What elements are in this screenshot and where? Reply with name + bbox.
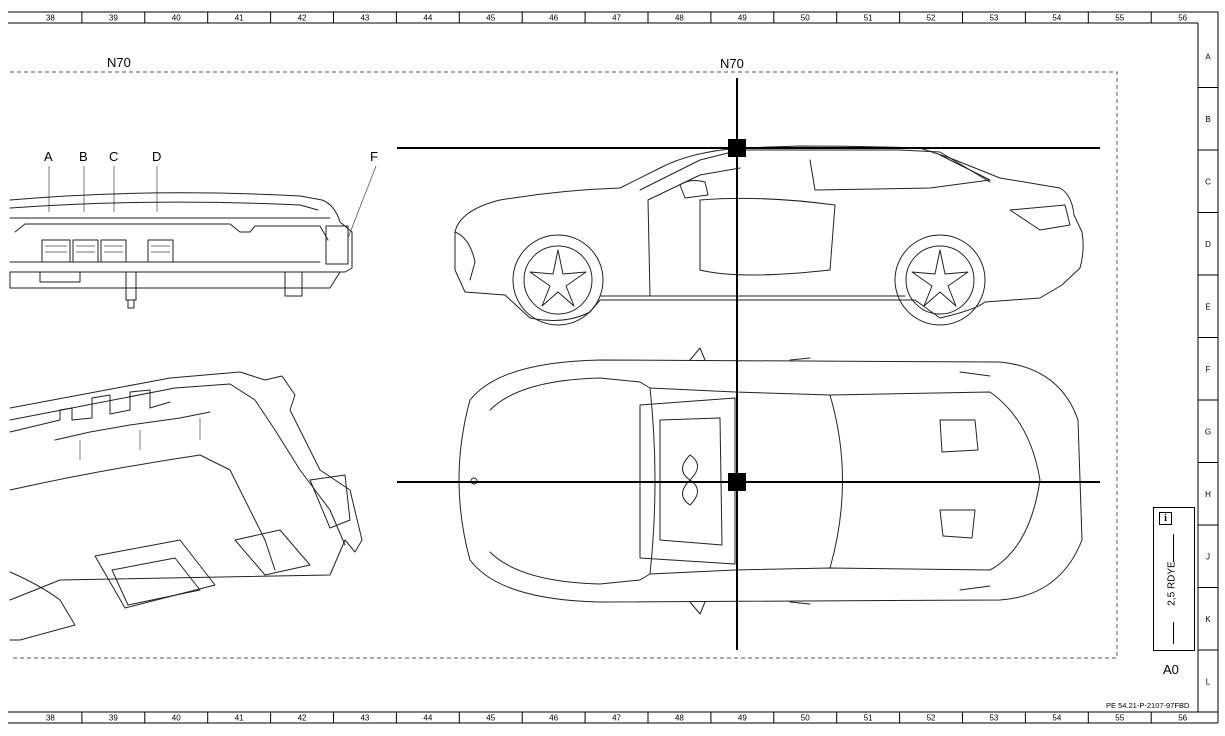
component-label-left: N70 (107, 55, 131, 70)
column-label-51: 51 (864, 14, 873, 23)
column-ruler-top: 38 39 40 41 42 43 44 45 46 47 48 49 50 51 52 53 54 55 56 (46, 12, 1188, 23)
column-label-38: 38 (46, 714, 55, 723)
column-label-56: 56 (1178, 714, 1187, 723)
row-label-A: A (1205, 52, 1211, 61)
connector-label: A0 (1163, 662, 1179, 677)
control-panel-side-view (9, 192, 353, 309)
column-label-52: 52 (927, 14, 936, 23)
column-label-53: 53 (989, 714, 998, 723)
info-icon: i (1159, 512, 1172, 525)
frame (8, 11, 1219, 724)
column-label-48: 48 (675, 714, 684, 723)
column-label-40: 40 (172, 714, 181, 723)
car-top-view (458, 347, 1083, 615)
column-label-44: 44 (423, 14, 432, 23)
position-marker-side (728, 139, 746, 157)
connector-letter-a: A (44, 149, 53, 164)
column-label-51: 51 (864, 714, 873, 723)
column-label-39: 39 (109, 714, 118, 723)
row-label-J: J (1206, 552, 1210, 561)
column-label-52: 52 (927, 714, 936, 723)
column-label-48: 48 (675, 14, 684, 23)
column-label-41: 41 (235, 714, 244, 723)
position-crosshair (397, 78, 1100, 650)
reference-code: PE 54.21-P-2107-97FBD (1106, 701, 1190, 710)
column-label-54: 54 (1052, 14, 1061, 23)
row-label-K: K (1205, 615, 1211, 624)
column-label-50: 50 (801, 14, 810, 23)
column-label-47: 47 (612, 714, 621, 723)
column-label-54: 54 (1052, 714, 1061, 723)
column-ruler-bottom: 38 39 40 41 42 43 44 45 46 47 48 49 50 51 52 53 54 55 56 (46, 712, 1188, 723)
column-label-45: 45 (486, 714, 495, 723)
connector-letter-d: D (152, 149, 161, 164)
row-label-F: F (1206, 365, 1211, 374)
row-label-L: L (1206, 677, 1211, 686)
connector-letter-b: B (79, 149, 88, 164)
component-label-right: N70 (720, 56, 744, 71)
connector-letter-f: F (370, 149, 378, 164)
column-label-46: 46 (549, 14, 558, 23)
row-label-B: B (1205, 115, 1210, 124)
wire-designation: 2,5 RDYE (1166, 561, 1178, 606)
column-label-55: 55 (1115, 14, 1124, 23)
wire-info-box: i 2,5 RDYE (1153, 507, 1195, 651)
car-side-view (454, 145, 1084, 326)
wire-line-lower (1173, 622, 1174, 644)
column-label-38: 38 (46, 14, 55, 23)
column-label-39: 39 (109, 14, 118, 23)
row-label-H: H (1205, 490, 1211, 499)
position-marker-top (728, 473, 746, 491)
column-label-43: 43 (360, 714, 369, 723)
column-label-41: 41 (235, 14, 244, 23)
component-boundary (10, 71, 1118, 659)
column-label-53: 53 (989, 14, 998, 23)
column-label-43: 43 (360, 14, 369, 23)
row-ruler-right: A B C D E F G H J K L (1198, 52, 1218, 686)
column-label-46: 46 (549, 714, 558, 723)
connector-letter-c: C (109, 149, 118, 164)
row-label-G: G (1205, 427, 1211, 436)
column-label-47: 47 (612, 14, 621, 23)
wire-line-upper (1173, 534, 1174, 562)
column-label-56: 56 (1178, 14, 1187, 23)
column-label-42: 42 (298, 14, 307, 23)
column-label-45: 45 (486, 14, 495, 23)
column-label-49: 49 (738, 714, 747, 723)
row-label-E: E (1205, 302, 1210, 311)
column-label-55: 55 (1115, 714, 1124, 723)
control-panel-perspective-view (9, 371, 363, 641)
column-label-42: 42 (298, 714, 307, 723)
row-label-C: C (1205, 177, 1211, 186)
row-label-D: D (1205, 240, 1211, 249)
column-label-40: 40 (172, 14, 181, 23)
column-label-49: 49 (738, 14, 747, 23)
column-label-50: 50 (801, 714, 810, 723)
column-label-44: 44 (423, 714, 432, 723)
